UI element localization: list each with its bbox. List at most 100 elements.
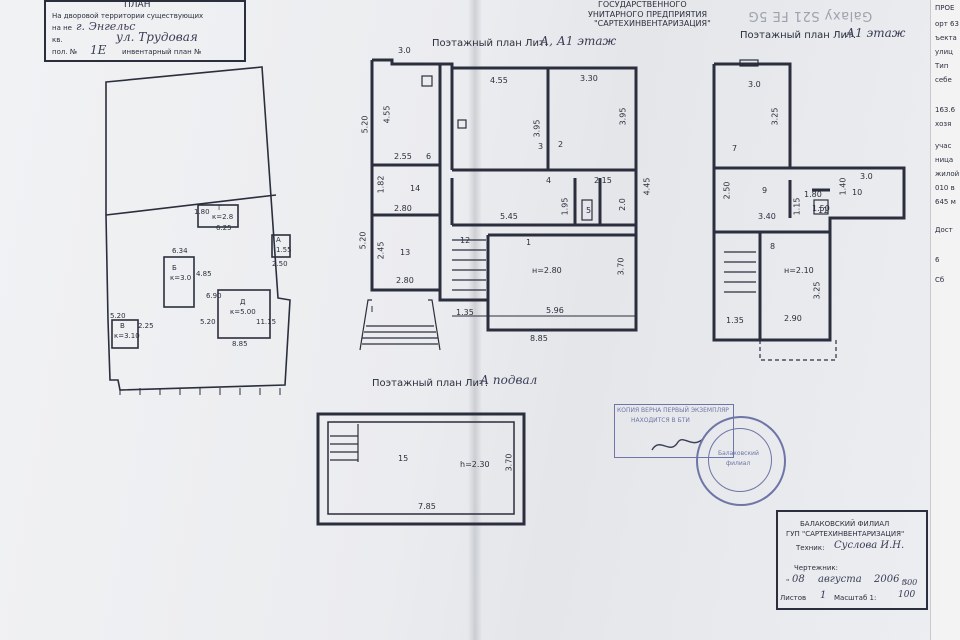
dimension: 2.90: [784, 314, 802, 323]
org-header-line3: "САРТЕХИНВЕНТАРИЗАЦИЯ": [594, 19, 711, 28]
site-label: Д: [240, 298, 246, 306]
dimension: 8.85: [530, 334, 548, 343]
edge-text: орт 63: [935, 20, 959, 28]
dimension: 1.15: [792, 197, 802, 216]
dimension: 3.25: [812, 281, 822, 300]
main-plan-caption: Поэтажный план Лит.: [432, 38, 548, 49]
left-header-line1: На дворовой территории существующих: [52, 12, 204, 20]
round-stamp: Балаковский филиал: [696, 416, 786, 506]
left-header-line3-prefix: кв.: [52, 36, 63, 44]
dimension: 2.80: [394, 204, 412, 213]
dimension: 1.50: [812, 204, 830, 213]
adjacent-page-edge: ПРОЕ орт 63 ъекта улиц Тип себе 163.6 хо…: [930, 0, 960, 640]
main-plan-walls: [370, 58, 638, 332]
edge-text: 6: [935, 256, 940, 264]
paper-fold: [468, 0, 482, 640]
site-label: 1.55: [276, 246, 292, 254]
site-building-v: [111, 319, 139, 349]
dimension: 3.0: [860, 172, 873, 181]
dimension: 4.55: [382, 105, 392, 124]
tech-value: Суслова И.Н.: [834, 540, 905, 551]
dimension: 2.15: [594, 176, 612, 185]
edge-text: 645 м: [935, 198, 956, 206]
left-header-box: ПЛАН На дворовой территории существующих…: [44, 0, 246, 62]
site-label: А: [276, 236, 281, 244]
left-header-title: ПЛАН: [124, 0, 151, 10]
dimension: 3.40: [758, 212, 776, 221]
title-block-line2: ГУП "САРТЕХИНВЕНТАРИЗАЦИЯ": [786, 530, 905, 538]
title-block: БАЛАКОВСКИЙ ФИЛИАЛ ГУП "САРТЕХИНВЕНТАРИЗ…: [776, 510, 928, 610]
scale-value: 100: [898, 590, 916, 600]
room-number: 11: [818, 206, 829, 215]
drafter-label: Чертежник:: [794, 564, 838, 572]
dimension: 2.80: [396, 276, 414, 285]
date-open-quote: ": [786, 578, 790, 586]
basement-plan-caption: Поэтажный план Лит.: [372, 378, 488, 389]
site-label: к=3.10: [114, 332, 140, 340]
signature: [651, 437, 705, 451]
site-label: 1.80: [194, 208, 210, 216]
edge-text: хозя: [935, 120, 952, 128]
org-header-line2: УНИТАРНОГО ПРЕДПРИЯТИЯ: [588, 10, 708, 19]
site-label: 2.50: [272, 260, 288, 268]
left-header-line4-value: 1Е: [90, 43, 107, 57]
scale-alt: 300: [902, 578, 918, 587]
left-header-line2-value: г. Энгельс: [76, 20, 136, 33]
round-stamp-center1: Балаковский: [718, 450, 759, 457]
left-header-line2-prefix: на не: [52, 24, 72, 32]
edge-text: улиц: [935, 48, 953, 56]
room-number: 10: [852, 188, 863, 197]
left-header-line4-suffix: инвентарный план №: [122, 48, 202, 56]
room-number: 6: [426, 152, 432, 161]
right-plan-walls: [712, 62, 906, 342]
site-label: 5.20: [110, 312, 126, 320]
date-month: августа: [818, 574, 862, 585]
main-plan-caption-hand: А, А1 этаж: [540, 34, 617, 48]
edge-text: ница: [935, 156, 954, 164]
edge-text: учас: [935, 142, 952, 150]
site-label: к=5.00: [230, 308, 256, 316]
dimension: 3.30: [580, 74, 598, 83]
date-year: 2006: [874, 574, 900, 585]
site-building-a: [271, 234, 291, 258]
left-header-line4-prefix: пол. №: [52, 48, 78, 56]
room-number: 1: [526, 238, 532, 247]
edge-text: 010 в: [935, 184, 955, 192]
edge-text: Тип: [935, 62, 949, 70]
right-plan-caption: Поэтажный план Лит.: [740, 30, 856, 41]
site-label: 6.25: [216, 224, 232, 232]
edge-text: жилой: [935, 170, 960, 178]
site-label: 11.15: [256, 318, 277, 326]
room-number: 13: [400, 248, 411, 257]
site-label: 8.85: [232, 340, 248, 348]
dimension: 5.96: [546, 306, 564, 315]
date-day: 08: [792, 574, 805, 585]
site-label: к=3.0: [170, 274, 192, 282]
site-label: 4.85: [196, 270, 212, 278]
site-label: Б: [172, 264, 177, 272]
dimension: 4.55: [490, 76, 508, 85]
site-building-d: [217, 289, 271, 339]
dimension: 3.95: [618, 107, 628, 126]
dimension: 1.82: [376, 175, 386, 194]
basement-plan-caption-hand: А подвал: [480, 373, 538, 387]
dimension: 3.0: [398, 46, 411, 55]
dimension: 2.0: [617, 198, 627, 211]
dimension: 5.20: [360, 115, 370, 134]
dimension: 5.20: [358, 231, 368, 250]
site-label: к=2.8: [212, 213, 234, 221]
dimension: 1.35: [456, 308, 474, 317]
room-number: 8: [770, 242, 776, 251]
room-number: 7: [732, 144, 738, 153]
edge-text: себе: [935, 76, 952, 84]
basement-room-number: 15: [398, 454, 409, 463]
basement-depth: 3.70: [504, 453, 514, 472]
room-number: 2: [558, 140, 564, 149]
dimension: 3.95: [532, 119, 542, 138]
dimension: 1.35: [726, 316, 744, 325]
copy-stamp-line1: КОПИЯ ВЕРНА ПЕРВЫЙ ЭКЗЕМПЛЯР: [617, 407, 729, 414]
dimension: 1.80: [804, 190, 822, 199]
dimension: н=2.10: [784, 266, 814, 275]
right-plan-caption-hand: А1 этаж: [846, 26, 906, 40]
